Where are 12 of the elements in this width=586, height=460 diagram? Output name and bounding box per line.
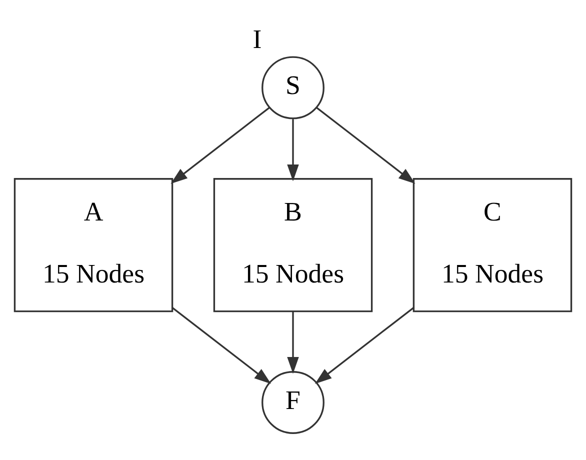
arrow — [172, 306, 272, 384]
node-box: C 15 Nodes — [412, 178, 572, 312]
arrow — [170, 107, 270, 184]
arrow — [314, 306, 414, 384]
node-box: B 15 Nodes — [213, 178, 373, 312]
arrow — [316, 107, 416, 184]
node-circle: F — [262, 371, 324, 434]
arrow — [287, 312, 299, 374]
node-label: I — [252, 24, 262, 54]
node-circle: S — [262, 56, 324, 120]
arrow — [287, 119, 299, 182]
node-box: A 15 Nodes — [14, 178, 174, 312]
